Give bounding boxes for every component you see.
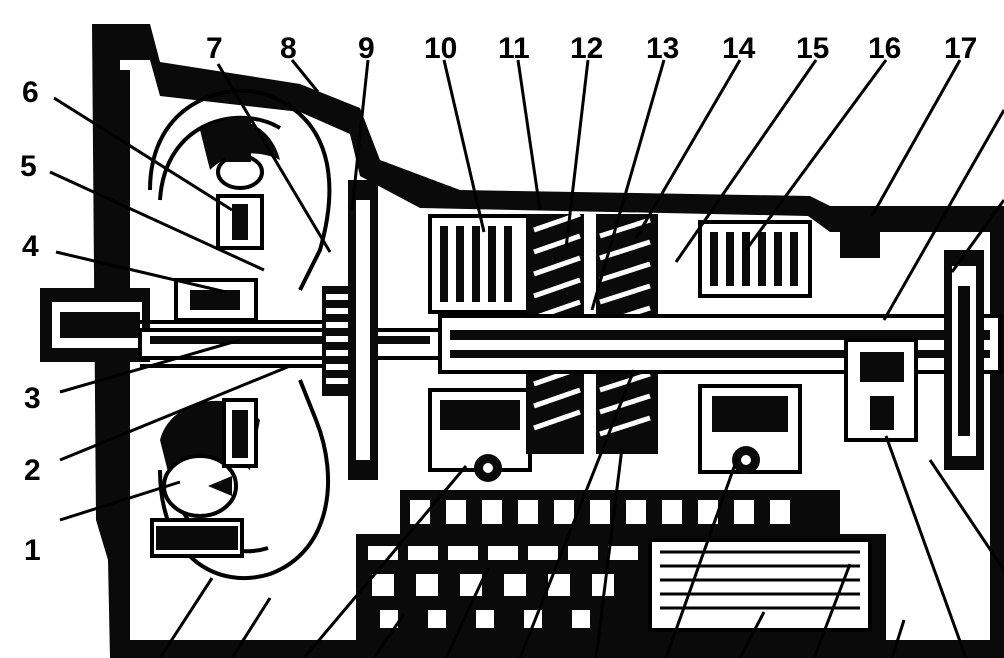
leader-6: [53, 96, 233, 212]
leader-17: [870, 59, 962, 217]
callout-3: 3: [24, 382, 41, 415]
callout-1: 1: [24, 534, 41, 567]
leader-15: [674, 59, 818, 263]
callout-10: 10: [424, 32, 457, 65]
callout-15: 15: [796, 32, 829, 65]
oil-pump-gear: [322, 180, 378, 480]
leader-4: [55, 250, 227, 294]
callout-12: 12: [570, 32, 603, 65]
callout-14: 14: [722, 32, 756, 65]
leader-7: [216, 63, 332, 253]
callout-2: 2: [24, 454, 41, 487]
leader-3: [59, 338, 241, 394]
callout-8: 8: [280, 32, 297, 65]
leader-1: [59, 480, 181, 522]
callout-11: 11: [498, 32, 530, 65]
leader-13: [590, 59, 666, 311]
leader-12: [564, 59, 590, 249]
callout-16: 16: [868, 32, 901, 65]
clutch-pack-front: [428, 214, 532, 482]
leader-8: [290, 59, 320, 93]
callout-4: 4: [22, 230, 39, 263]
callout-9: 9: [358, 32, 375, 65]
leader-10: [442, 59, 486, 233]
leader-9: [350, 59, 370, 211]
callout-labels: 1 2 3 4 5 6 7 8 9 10 11 12 13 14 15 16 1…: [20, 32, 977, 567]
callout-6: 6: [22, 76, 39, 109]
leader-11: [516, 59, 542, 211]
leader-14: [634, 59, 742, 239]
callout-17: 17: [944, 32, 977, 65]
valve-body: [356, 490, 886, 658]
clutch-pack-rear: [698, 220, 812, 474]
output-section: [840, 210, 984, 470]
callout-5: 5: [20, 150, 37, 183]
callout-13: 13: [646, 32, 679, 65]
callout-7: 7: [206, 32, 223, 65]
leader-16: [744, 59, 888, 251]
leader-5: [49, 170, 265, 272]
leader-lines: [49, 59, 1004, 658]
leader-2: [59, 364, 291, 462]
